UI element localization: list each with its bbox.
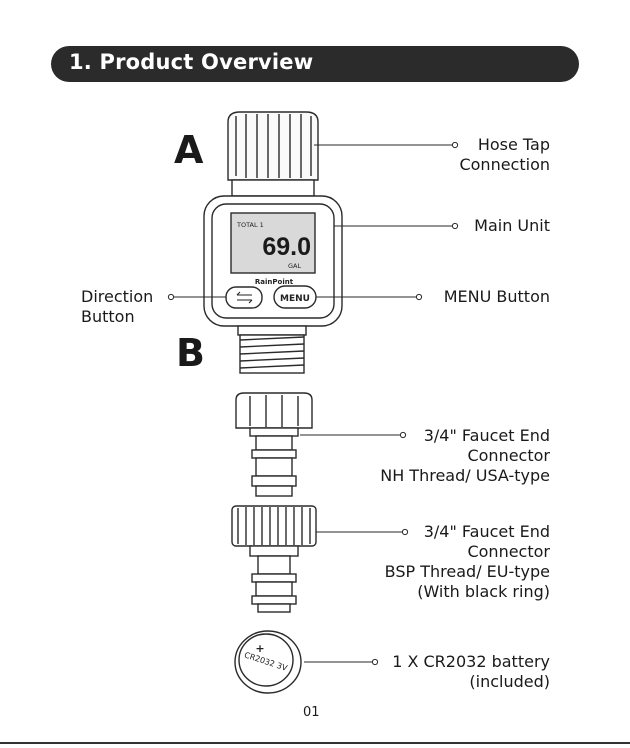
page-number: 01	[303, 705, 320, 720]
thread-stub	[238, 326, 306, 373]
callout-direction-line1: Direction	[81, 287, 153, 307]
callout-bsp-line1: 3/4" Faucet End	[385, 522, 550, 542]
callout-nh-line3: NH Thread/ USA-type	[380, 466, 550, 486]
main-unit-body	[204, 196, 342, 326]
callout-main-unit: Main Unit	[474, 216, 550, 236]
direction-button	[226, 287, 262, 308]
callout-hose-tap: Hose Tap Connection	[459, 135, 550, 175]
callout-direction-line2: Button	[81, 307, 153, 327]
lcd-total-label: TOTAL 1	[236, 221, 264, 229]
callout-nh-line2: Connector	[380, 446, 550, 466]
lcd-reading: 69.0	[262, 233, 311, 261]
nh-connector-illustration	[236, 393, 312, 496]
callout-nh-connector: 3/4" Faucet End Connector NH Thread/ USA…	[380, 426, 550, 486]
callout-bsp-line4: (With black ring)	[385, 582, 550, 602]
menu-button-label: MENU	[280, 294, 310, 304]
lcd-unit: GAL	[288, 262, 301, 270]
callout-battery: 1 X CR2032 battery (included)	[392, 652, 550, 692]
callout-battery-line2: (included)	[392, 672, 550, 692]
callout-nh-line1: 3/4" Faucet End	[380, 426, 550, 446]
callout-direction-button: Direction Button	[81, 287, 153, 327]
bsp-connector-illustration	[232, 506, 316, 612]
callout-main-unit-line1: Main Unit	[474, 216, 550, 236]
callout-menu-button: MENU Button	[444, 287, 550, 307]
callout-hose-tap-line2: Connection	[459, 155, 550, 175]
callout-hose-tap-line1: Hose Tap	[459, 135, 550, 155]
callout-bsp-connector: 3/4" Faucet End Connector BSP Thread/ EU…	[385, 522, 550, 602]
callout-menu-line1: MENU Button	[444, 287, 550, 307]
callout-bsp-line3: BSP Thread/ EU-type	[385, 562, 550, 582]
footer-divider	[0, 742, 630, 744]
hose-tap-nut	[228, 112, 318, 196]
brand-logo: RainPoint	[255, 278, 294, 286]
callout-battery-line1: 1 X CR2032 battery	[392, 652, 550, 672]
callout-bsp-line2: Connector	[385, 542, 550, 562]
